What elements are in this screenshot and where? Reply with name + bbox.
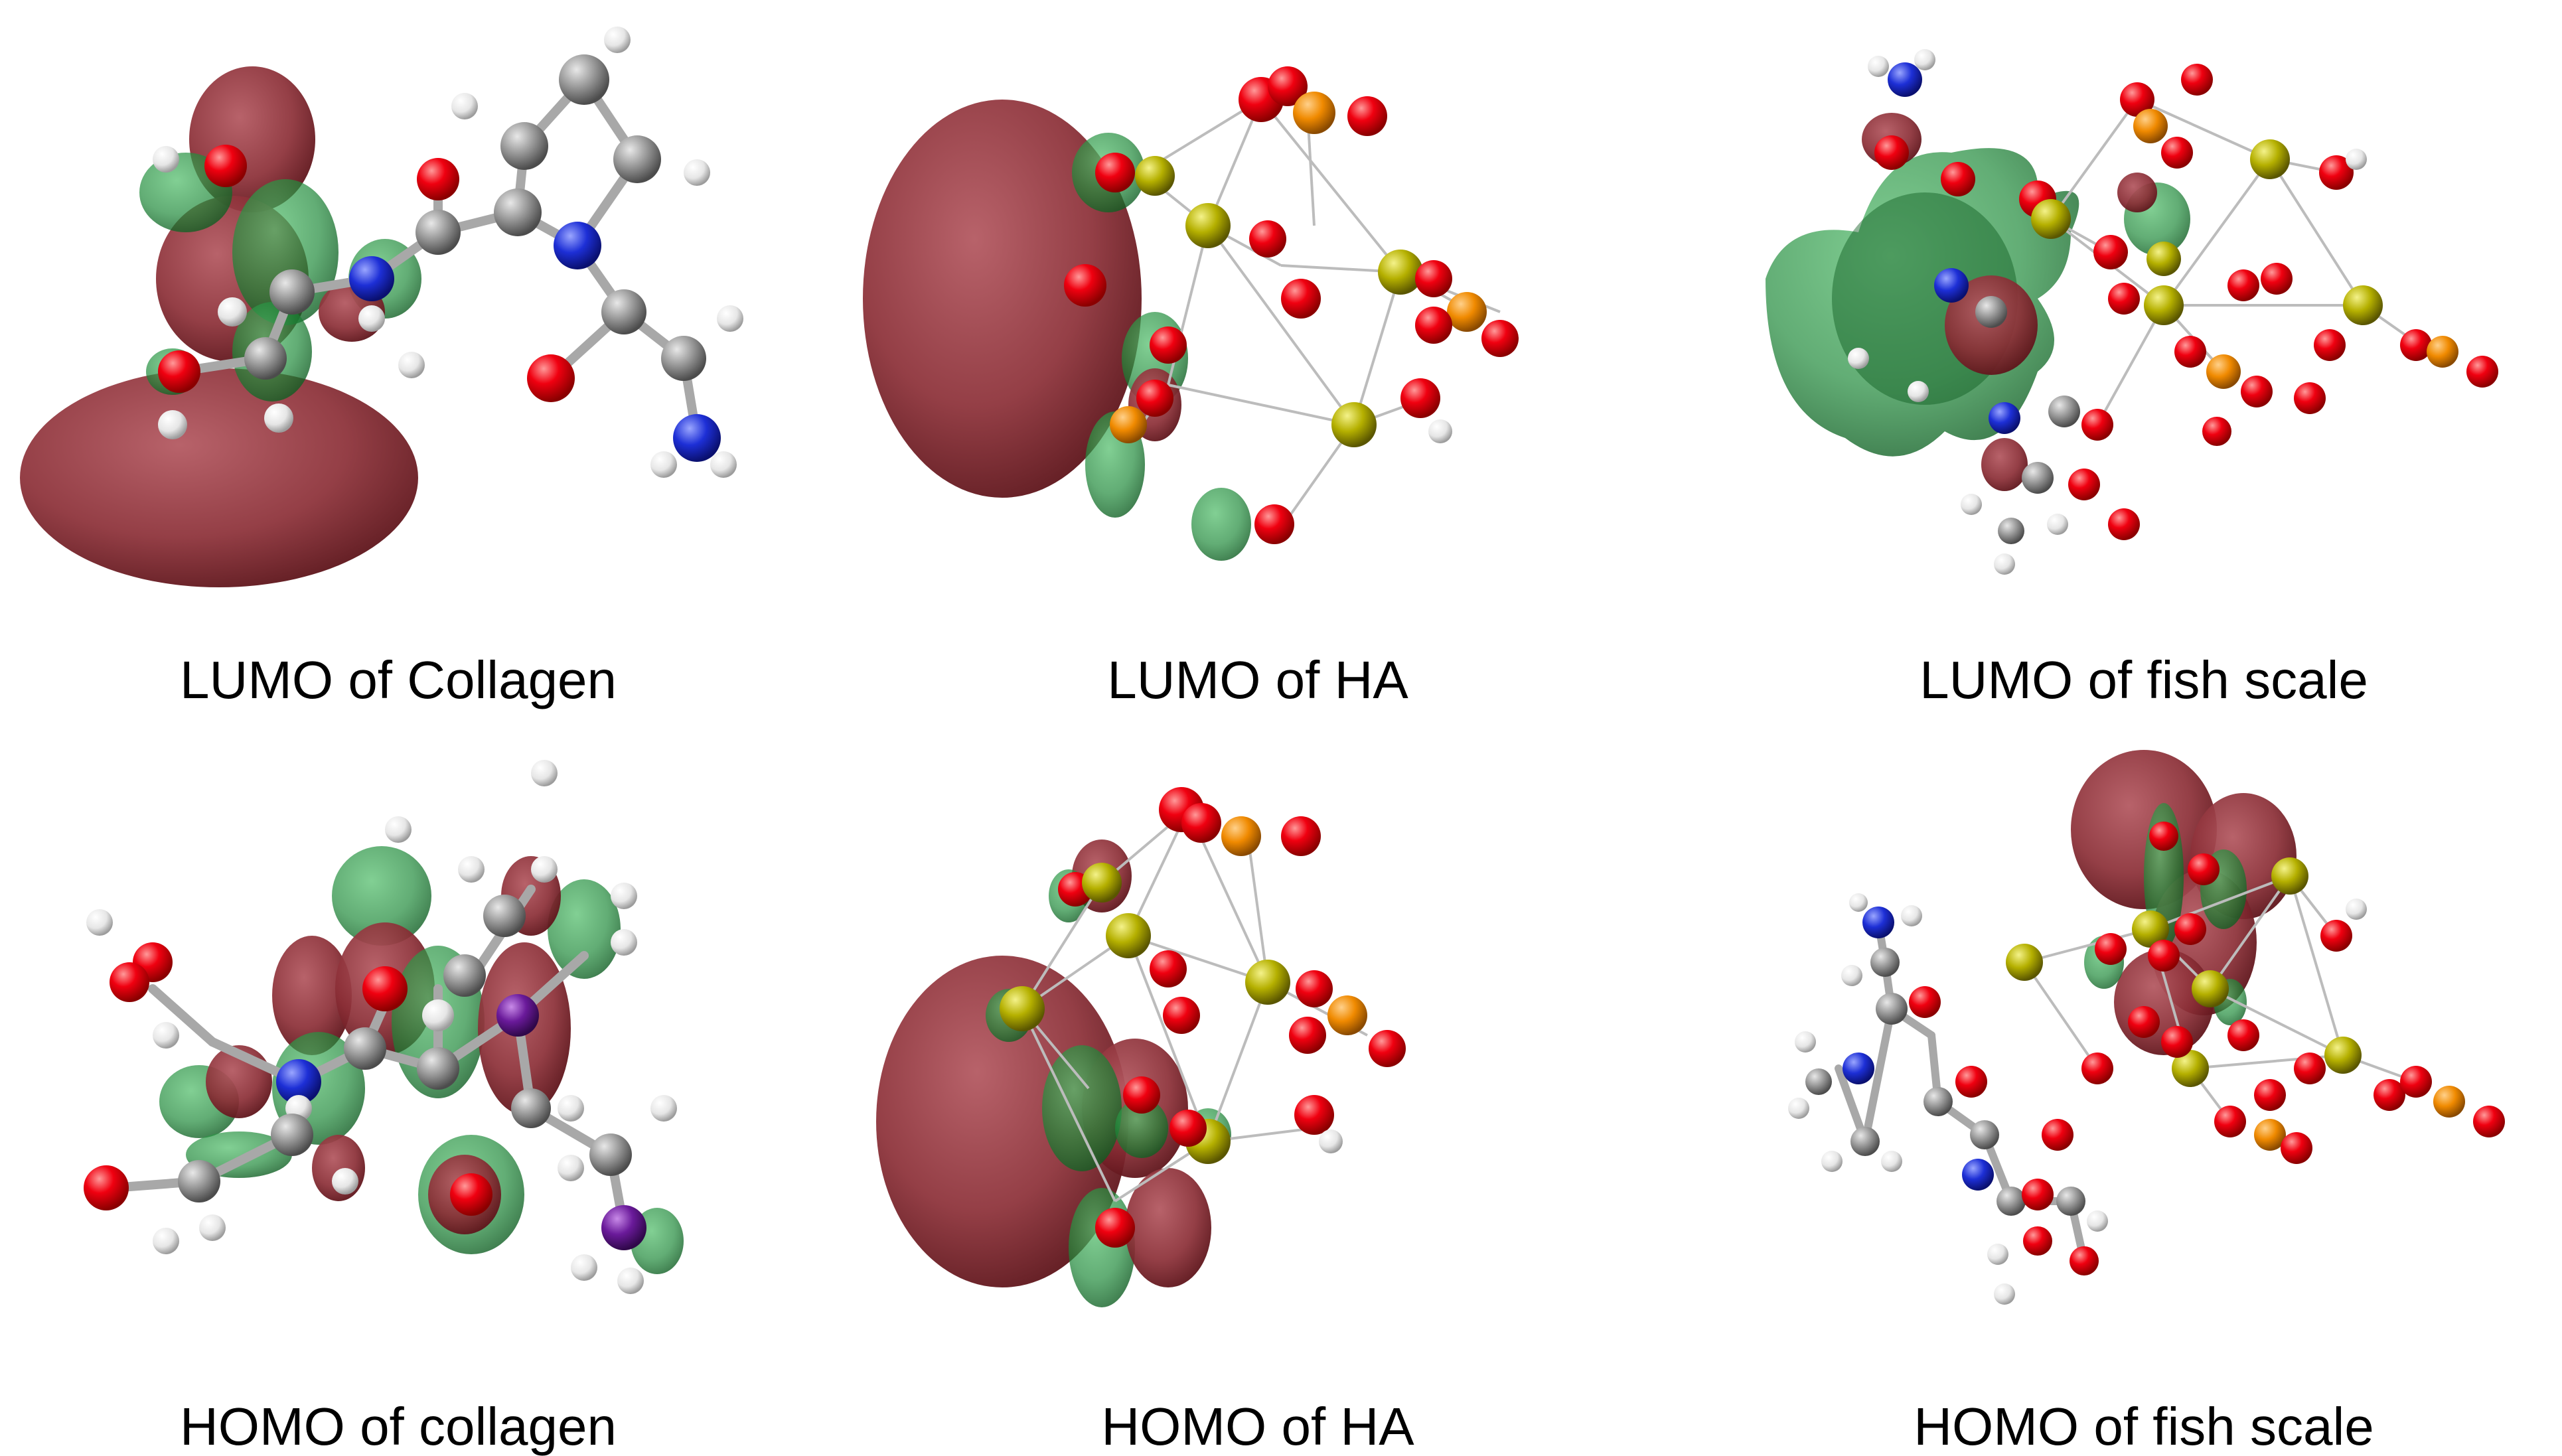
lumo-fish-scale-molecule [1766, 49, 2498, 575]
panel-homo-ha: HOMO of HA [850, 737, 1666, 1453]
lumo-ha-atoms [1064, 66, 1519, 544]
panel-lumo-fish-scale: LUMO of fish scale [1726, 0, 2562, 720]
caption-homo-fish-scale: HOMO of fish scale [1914, 1397, 2374, 1456]
lumo-ha-molecule [863, 66, 1519, 561]
caption-homo-collagen: HOMO of collagen [179, 1397, 617, 1456]
caption-lumo-fish-scale: LUMO of fish scale [1920, 650, 2368, 709]
panel-homo-fish-scale: HOMO of fish scale [1726, 737, 2562, 1453]
homo-collagen-molecule [84, 760, 684, 1294]
homo-collagen-atoms [84, 760, 677, 1294]
panel-lumo-ha: LUMO of HA [850, 0, 1666, 720]
caption-lumo-ha: LUMO of HA [1107, 650, 1408, 709]
panel-homo-collagen: HOMO of collagen [0, 737, 796, 1453]
homo-fish-scale-molecule [1788, 750, 2505, 1305]
lumo-collagen-molecule [20, 27, 743, 587]
caption-homo-ha: HOMO of HA [1101, 1397, 1414, 1456]
lumo-fish-scale-atoms [1848, 49, 2498, 575]
homo-ha-orbital [876, 839, 1231, 1307]
homo-fish-scale-atoms [1788, 822, 2505, 1305]
homo-ha-atoms [1000, 787, 1406, 1248]
homo-fish-scale-orbital [2071, 750, 2297, 1055]
homo-ha-molecule [876, 787, 1406, 1307]
lumo-collagen-orbital [20, 66, 421, 587]
panel-lumo-collagen: LUMO of Collagen [0, 0, 796, 720]
lumo-ha-orbital [863, 100, 1251, 561]
lumo-collagen-atoms [153, 27, 743, 478]
caption-lumo-collagen: LUMO of Collagen [179, 650, 617, 709]
